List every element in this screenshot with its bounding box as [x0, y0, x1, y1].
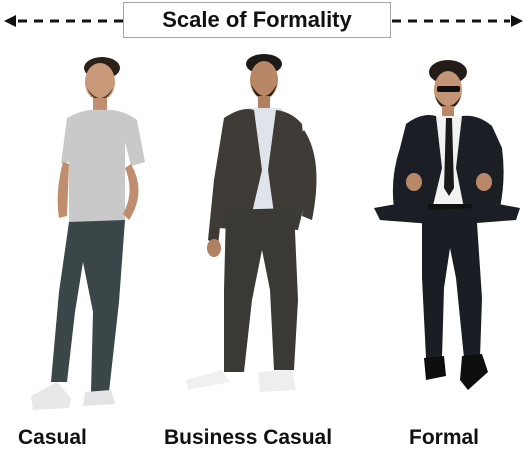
casual-person-image	[31, 57, 145, 410]
page-title: Scale of Formality	[162, 7, 352, 32]
formal-person-image	[374, 60, 520, 390]
arrow-left-icon	[4, 15, 124, 27]
label-formal: Formal	[409, 426, 480, 449]
label-casual: Casual	[18, 426, 87, 449]
title-box: Scale of Formality	[123, 2, 391, 38]
label-business-casual: Business Casual	[164, 426, 333, 449]
business-casual-person-image	[186, 54, 317, 392]
arrow-right-icon	[392, 15, 523, 27]
